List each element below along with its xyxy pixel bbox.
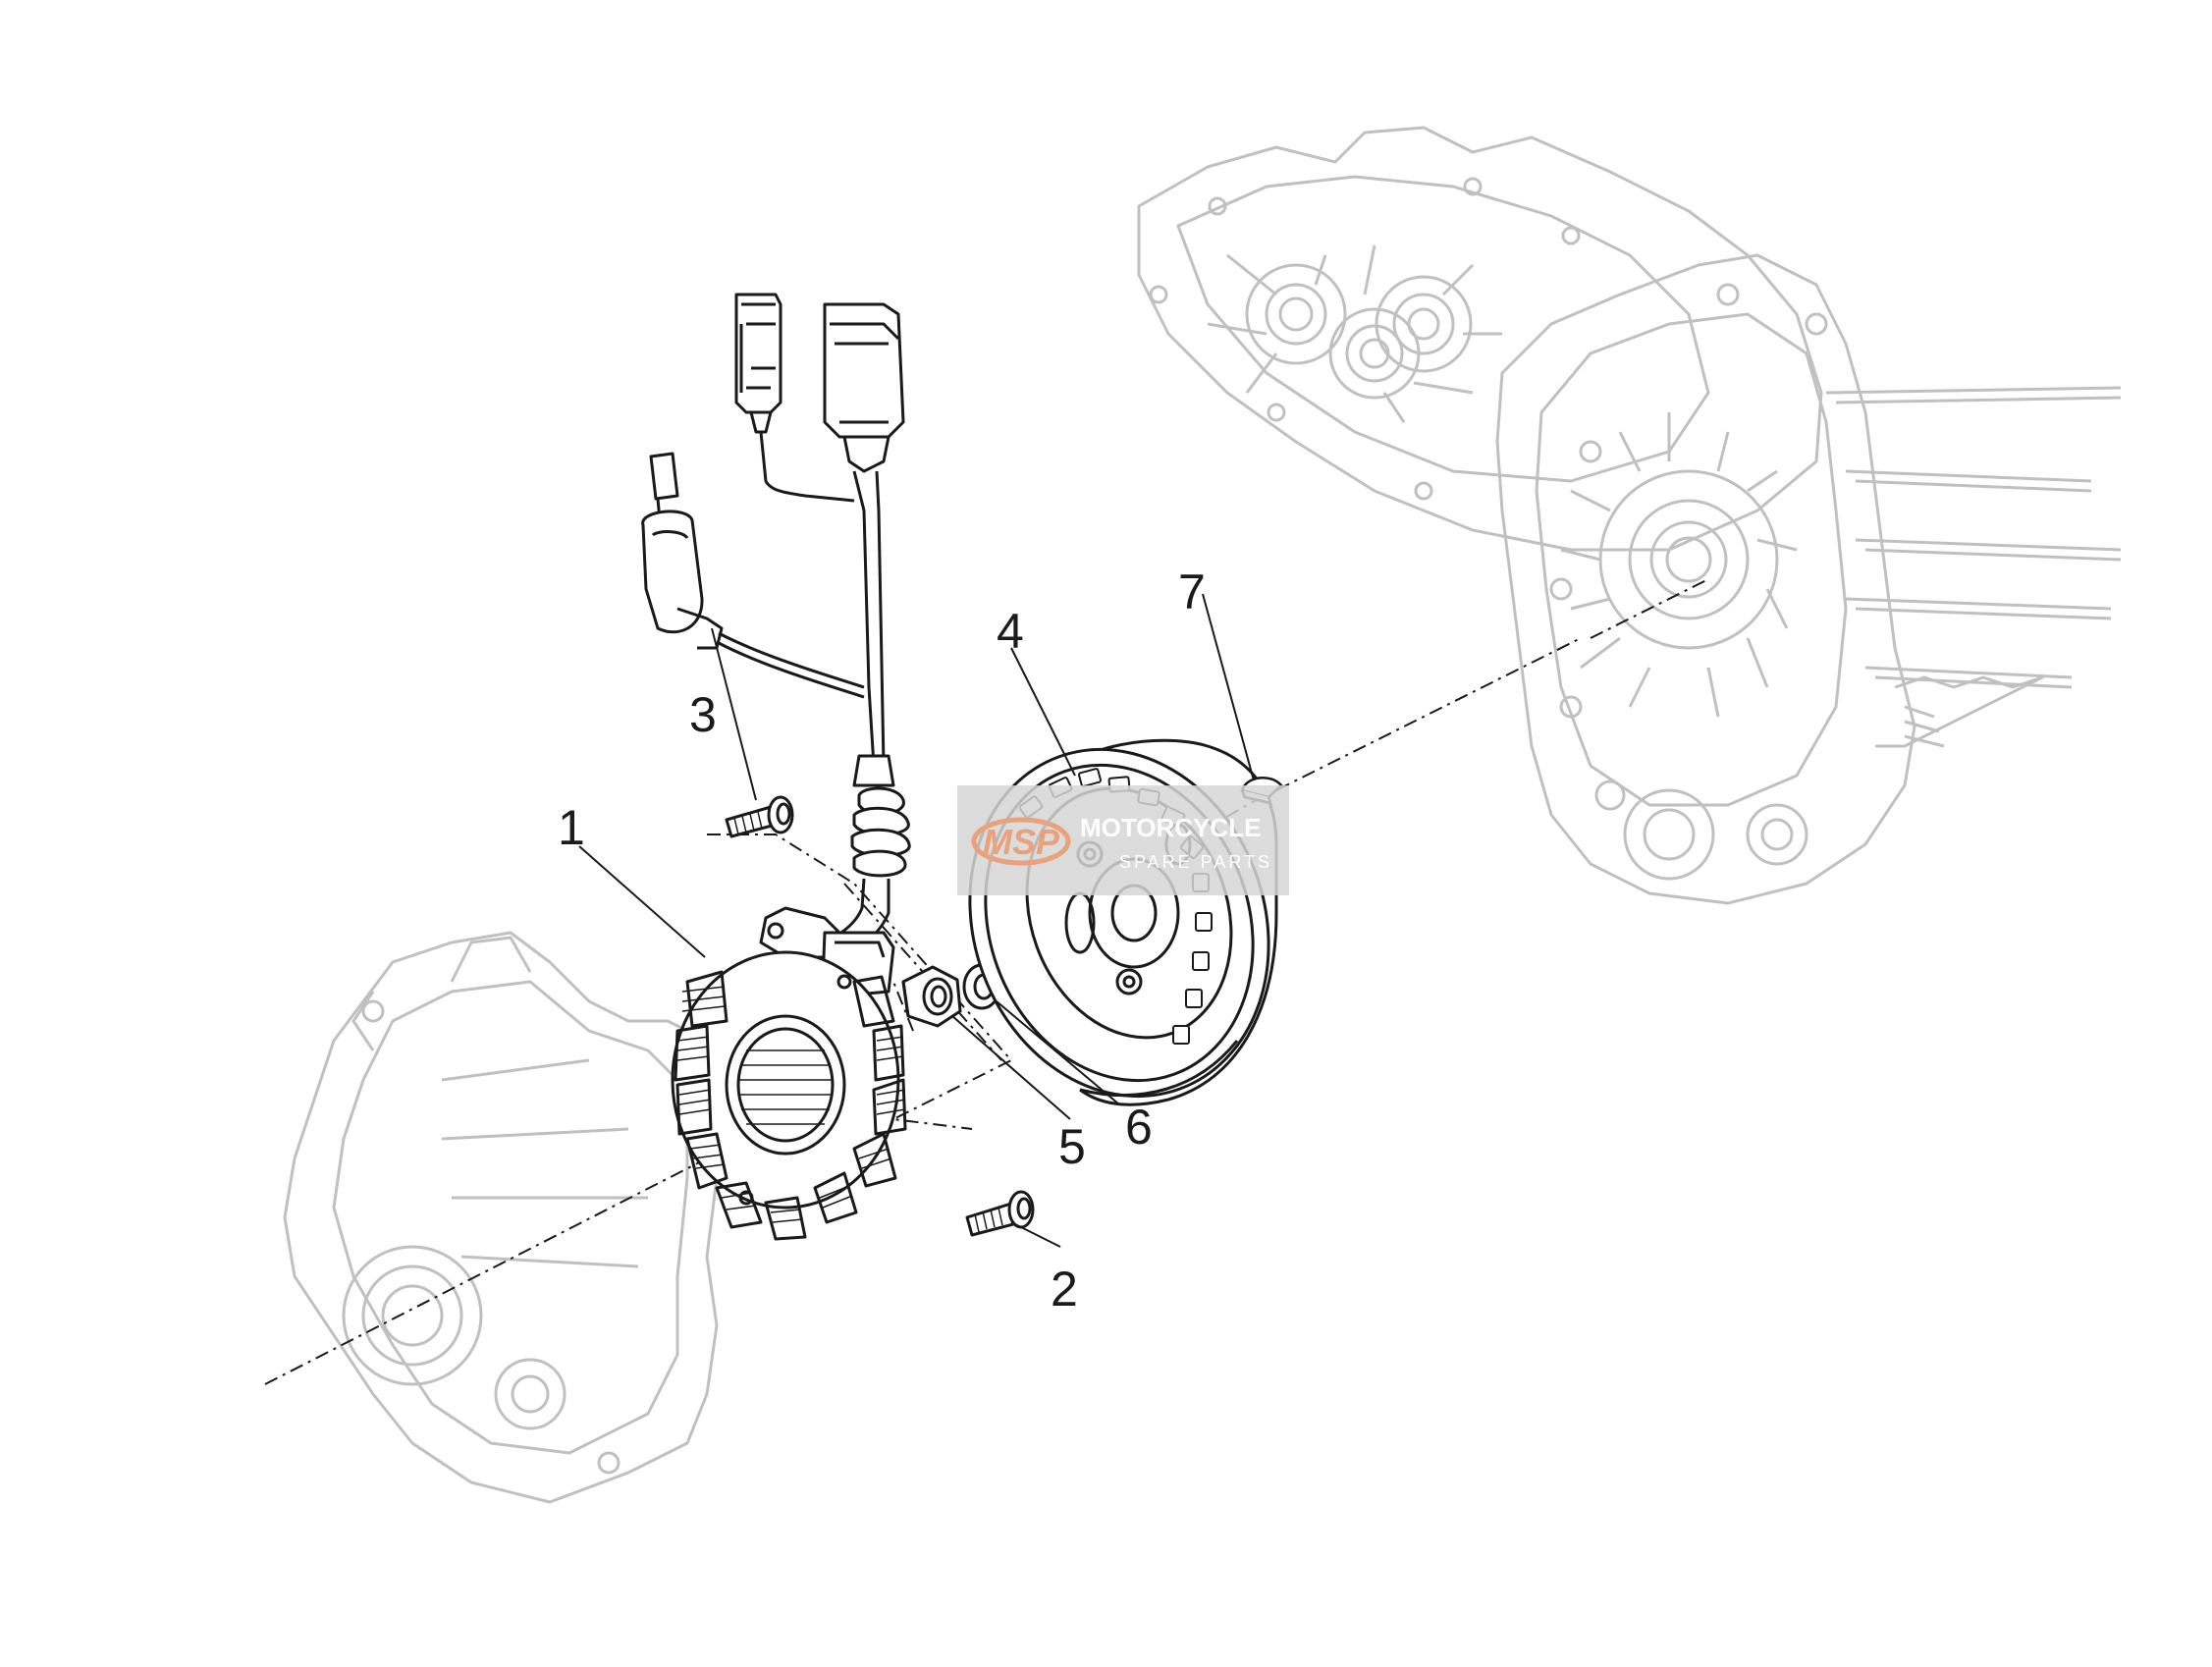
bolt-part-2	[965, 1190, 1035, 1237]
stator	[671, 906, 907, 1241]
callout-3: 3	[689, 687, 717, 742]
callout-labels: 1 2 3 4 5 6 7	[558, 565, 1206, 1317]
callout-4: 4	[997, 604, 1024, 659]
wire-harness	[641, 293, 911, 989]
callout-7: 7	[1178, 565, 1206, 619]
watermark-line1: MOTORCYCLE	[1080, 813, 1261, 842]
watermark-logo-text: MSP	[983, 822, 1060, 862]
alternator-cover	[283, 931, 728, 1504]
callout-5: 5	[1058, 1119, 1086, 1174]
nut-part-5	[901, 965, 962, 1028]
bolt-part-3	[725, 795, 794, 838]
callout-2: 2	[1051, 1262, 1078, 1317]
leader-lines	[578, 593, 1255, 1248]
callout-1: 1	[558, 800, 585, 855]
watermark-line2: SPARE PARTS	[1119, 852, 1272, 872]
watermark: MSP MOTORCYCLE SPARE PARTS	[957, 785, 1289, 895]
stator-coils	[674, 970, 907, 1241]
flywheel-rotor	[968, 738, 1278, 1106]
watermark-logo	[971, 817, 1071, 866]
engine-crankcase	[1137, 126, 2122, 905]
callout-6: 6	[1125, 1100, 1153, 1155]
